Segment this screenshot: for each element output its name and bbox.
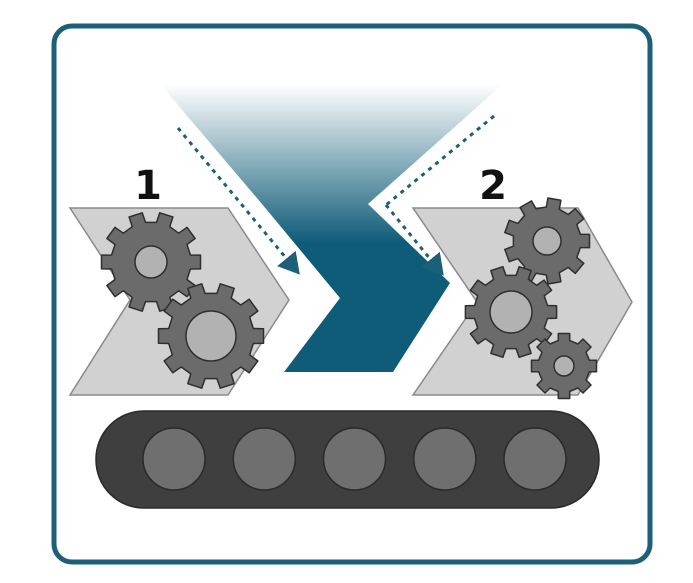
gear-icon-left-top — [100, 212, 202, 312]
gears-group — [100, 197, 598, 400]
step-1-number: 1 — [134, 163, 162, 209]
gear-icon-right-bottom — [530, 332, 598, 400]
gear-icon-right-top — [504, 197, 591, 285]
gear-icon-left-bottom — [157, 283, 265, 389]
conveyor-roller — [232, 427, 297, 491]
conveyor-roller — [322, 427, 387, 491]
conveyor-roller — [503, 427, 567, 491]
conveyor-roller — [142, 427, 206, 491]
dashed-arrow-left — [176, 127, 300, 275]
step-2-number: 2 — [479, 163, 507, 209]
gear-icon-right-middle — [464, 265, 558, 359]
conveyor-rollers — [142, 427, 567, 491]
conveyor-roller — [413, 427, 477, 491]
funnel-icon — [160, 84, 503, 372]
